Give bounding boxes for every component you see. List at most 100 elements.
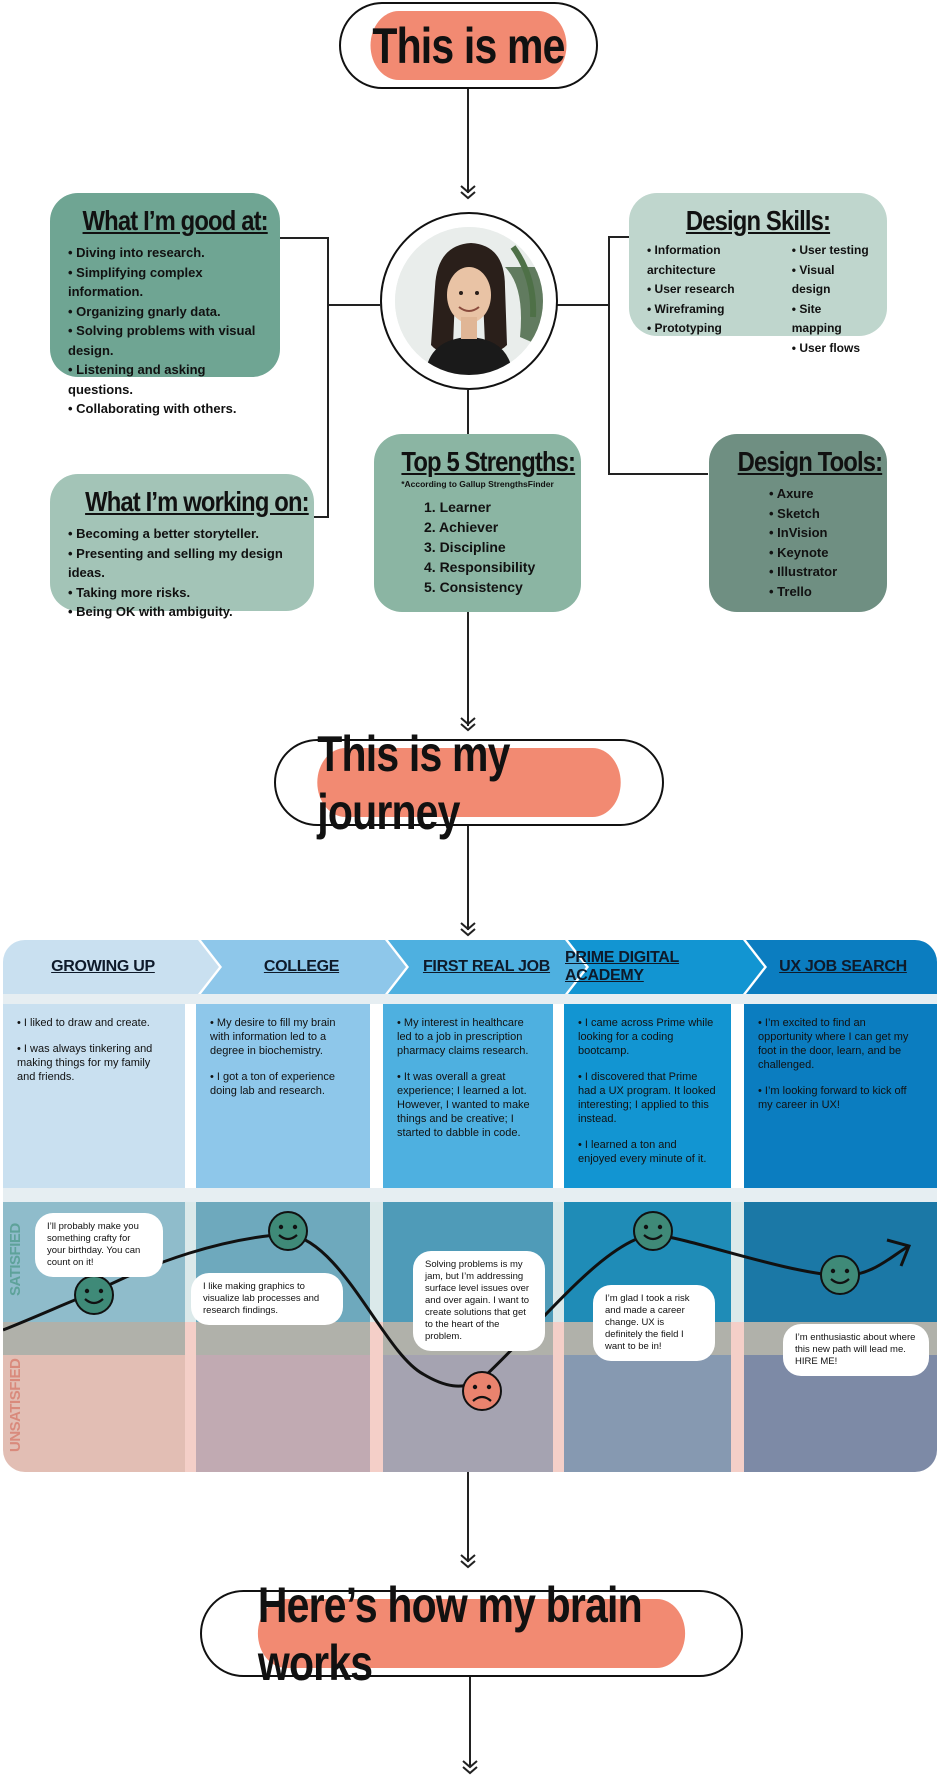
title-journey: This is my journey: [274, 726, 664, 840]
list-item: Organizing gnarly data.: [68, 302, 262, 322]
bubble-text: I like making graphics to visualize lab …: [203, 1281, 320, 1316]
happy-face-icon: [820, 1255, 860, 1295]
profile-photo-frame: [380, 212, 558, 390]
title-journey-text: This is my journey: [317, 725, 510, 840]
happy-face-icon: [268, 1211, 308, 1251]
list-item: Presenting and selling my design ideas.: [68, 544, 296, 583]
connector-line: [327, 304, 380, 306]
list-item: Illustrator: [769, 562, 869, 582]
title-this-is-me-text: This is me: [372, 17, 565, 74]
bubble-text: I’m glad I took a risk and made a career…: [605, 1293, 690, 1352]
list-item: Sketch: [769, 504, 869, 524]
list-item: 1. Learner: [424, 499, 491, 515]
list-item: Being OK with ambiguity.: [68, 602, 296, 622]
list-item: Solving problems with visual design.: [68, 321, 262, 360]
title-this-is-me: This is me: [339, 2, 598, 89]
connector-line: [327, 237, 329, 517]
stage-body: • I came across Prime while looking for …: [564, 1004, 731, 1188]
stage-text: • I came across Prime while looking for …: [578, 1017, 714, 1057]
list-item: User research: [647, 280, 780, 300]
stage-body: • I liked to draw and create. • I was al…: [3, 1004, 185, 1188]
satisfied-label: SATISFIED: [7, 1223, 24, 1296]
bubble-text: I’ll probably make you something crafty …: [47, 1221, 141, 1268]
list-item: Prototyping: [647, 319, 780, 339]
list-item: InVision: [769, 523, 869, 543]
list-item: Taking more risks.: [68, 583, 296, 603]
good-at-heading: What I’m good at:: [82, 205, 269, 236]
list-item: User testing: [792, 241, 869, 261]
row-divider: [3, 994, 937, 1004]
speech-bubble: I’m enthusiastic about where this new pa…: [783, 1324, 929, 1376]
list-item: 5. Consistency: [424, 579, 523, 595]
connector-line: [469, 1677, 471, 1767]
list-item: 3. Discipline: [424, 539, 506, 555]
stage-text: • I liked to draw and create.: [17, 1017, 150, 1029]
double-chevron-down-icon: [460, 717, 476, 732]
list-item: Axure: [769, 484, 869, 504]
design-skills-heading: Design Skills:: [685, 205, 831, 236]
list-item: Wireframing: [647, 300, 780, 320]
stage-text: • I learned a ton and enjoyed every minu…: [578, 1139, 707, 1165]
list-item: Trello: [769, 582, 869, 602]
list-item: Diving into research.: [68, 243, 262, 263]
stage-body: • I’m excited to find an opportunity whe…: [744, 1004, 937, 1188]
design-skills-card: Design Skills: Information architecture …: [629, 193, 887, 355]
stage-text: • My desire to fill my brain with inform…: [210, 1017, 336, 1057]
connector-line: [608, 236, 610, 474]
working-on-card: What I’m working on: Becoming a better s…: [50, 474, 314, 619]
list-item: Keynote: [769, 543, 869, 563]
connector-line: [278, 237, 328, 239]
avatar: [395, 227, 543, 375]
connector-line: [608, 473, 708, 475]
stage-body: • My desire to fill my brain with inform…: [196, 1004, 370, 1188]
list-item: User flows: [792, 339, 869, 359]
connector-line: [467, 610, 469, 726]
design-tools-heading: Design Tools:: [737, 446, 883, 477]
stage-title: COLLEGE: [263, 958, 340, 975]
speech-bubble: I’m glad I took a risk and made a career…: [593, 1285, 715, 1361]
list-item: Becoming a better storyteller.: [68, 524, 296, 544]
stage-header-chevrons: [3, 940, 937, 994]
bubble-text: Solving problems is my jam, but I’m addr…: [425, 1259, 530, 1342]
double-chevron-down-icon: [462, 1760, 478, 1775]
design-tools-card: Design Tools: Axure Sketch InVision Keyn…: [709, 434, 887, 612]
journey-map: GROWING UP COLLEGE FIRST REAL JOB PRIME …: [3, 940, 937, 1472]
speech-bubble: I like making graphics to visualize lab …: [191, 1273, 343, 1325]
title-brain: Here’s how my brain works: [200, 1577, 743, 1691]
row-divider: [3, 1188, 937, 1202]
stage-title: FIRST REAL JOB: [422, 958, 551, 975]
connector-line: [608, 236, 630, 238]
connector-line: [310, 516, 329, 518]
happy-face-icon: [633, 1211, 673, 1251]
portrait-illustration: [395, 227, 543, 375]
title-brain-text: Here’s how my brain works: [257, 1576, 643, 1691]
stage-title: UX JOB SEARCH: [779, 958, 907, 975]
strengths-heading: Top 5 Strengths:: [401, 446, 576, 477]
list-item: Listening and asking questions.: [68, 360, 262, 399]
connector-line: [557, 304, 609, 306]
list-item: Site mapping: [792, 300, 869, 339]
stage-title: PRIME DIGITAL ACADEMY: [565, 949, 680, 984]
list-item: Information architecture: [647, 241, 780, 280]
strengths-note: *According to Gallup StrengthsFinder: [401, 479, 554, 489]
connector-line: [467, 89, 469, 193]
good-at-card: What I’m good at: Diving into research. …: [50, 193, 280, 416]
sad-face-icon: [462, 1371, 502, 1411]
stage-body: • My interest in healthcare led to a job…: [383, 1004, 553, 1188]
connector-line: [467, 1472, 469, 1562]
stage-text: • I got a ton of experience doing lab an…: [210, 1071, 335, 1097]
strengths-card: Top 5 Strengths: *According to Gallup St…: [374, 434, 581, 612]
stage-title: GROWING UP: [51, 958, 155, 975]
list-item: Visual design: [792, 261, 869, 300]
stage-text: • It was overall a great experience; I l…: [397, 1071, 530, 1139]
speech-bubble: Solving problems is my jam, but I’m addr…: [413, 1251, 545, 1351]
connector-line: [467, 826, 469, 930]
speech-bubble: I’ll probably make you something crafty …: [35, 1213, 163, 1277]
stage-text: • I’m excited to find an opportunity whe…: [758, 1017, 909, 1071]
double-chevron-down-icon: [460, 922, 476, 937]
list-item: 4. Responsibility: [424, 559, 536, 575]
list-item: Collaborating with others.: [68, 399, 262, 419]
stage-text: • I was always tinkering and making thin…: [17, 1043, 153, 1083]
stage-text: • I discovered that Prime had a UX progr…: [578, 1071, 716, 1125]
double-chevron-down-icon: [460, 1554, 476, 1569]
